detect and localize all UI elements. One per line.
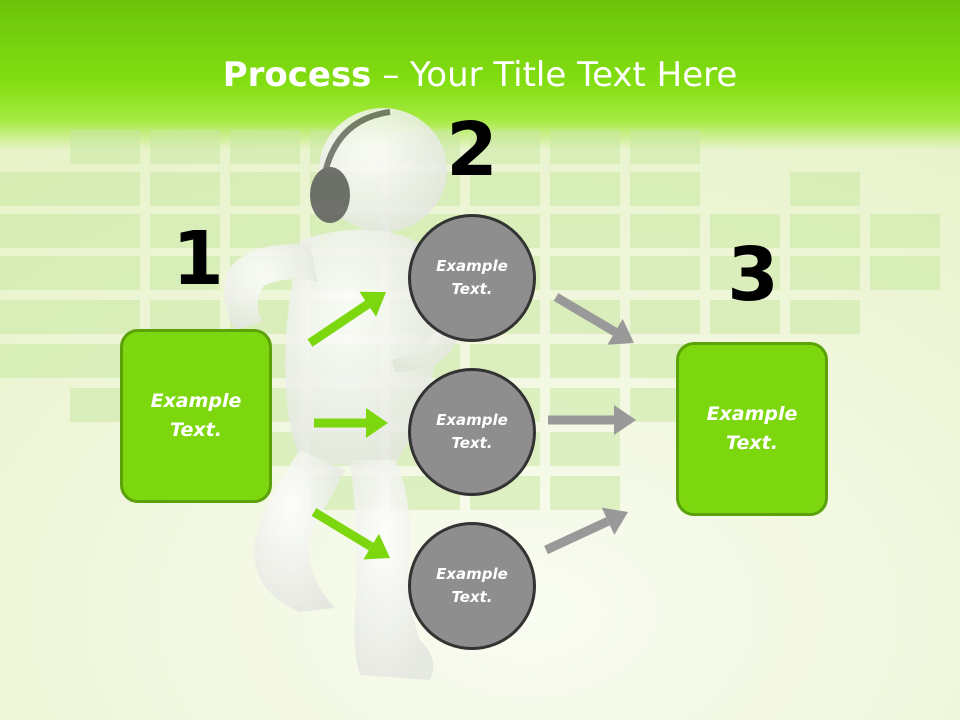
background-tile (630, 214, 700, 248)
step-2-circle-bottom-label: Example Text. (436, 565, 508, 606)
background-tile (550, 344, 620, 378)
background-tile (470, 172, 540, 206)
background-tile (550, 172, 620, 206)
background-tile (630, 300, 700, 334)
step-3-label: Example Text. (706, 403, 798, 454)
background-tile (70, 214, 140, 248)
background-tile (150, 300, 220, 334)
arrow-gray-middle (548, 405, 636, 435)
background-tile (870, 256, 940, 290)
arrow-gray-up (544, 507, 628, 555)
background-tile (150, 172, 220, 206)
background-tile (70, 256, 140, 290)
background-tile (550, 432, 620, 466)
background-tile (710, 214, 780, 248)
step-number-1: 1 (172, 216, 224, 302)
background-tile (70, 300, 140, 334)
background-tile (230, 130, 300, 164)
arrow-green-up (307, 291, 386, 347)
background-tile (550, 214, 620, 248)
step-2-circle-middle[interactable]: Example Text. (408, 368, 536, 496)
step-1-box[interactable]: Example Text. (120, 329, 272, 503)
arrow-green-middle (314, 408, 388, 438)
step-number-3: 3 (727, 232, 779, 318)
step-number-2: 2 (446, 107, 498, 193)
title-bold: Process (222, 55, 372, 95)
background-tile (70, 172, 140, 206)
background-tile (0, 214, 70, 248)
background-tile (710, 256, 780, 290)
background-tile (550, 476, 620, 510)
background-tile (550, 130, 620, 164)
background-tile (630, 172, 700, 206)
background-tile (230, 172, 300, 206)
title-rest: – Your Title Text Here (371, 55, 738, 95)
background-tile (630, 130, 700, 164)
background-tile (0, 344, 70, 378)
background-tile (150, 256, 220, 290)
background-tile (70, 130, 140, 164)
background-tile (790, 300, 860, 334)
step-2-circle-middle-label: Example Text. (436, 411, 508, 452)
background-tile (790, 256, 860, 290)
background-tile (0, 172, 70, 206)
title-banner (0, 0, 960, 150)
step-2-circle-top[interactable]: Example Text. (408, 214, 536, 342)
background-tile (150, 130, 220, 164)
background-tile (790, 214, 860, 248)
background-tile (550, 256, 620, 290)
step-1-label: Example Text. (150, 390, 242, 441)
slide-title: Process – Your Title Text Here (0, 52, 960, 98)
arrow-green-down (311, 508, 390, 560)
step-2-circle-bottom[interactable]: Example Text. (408, 522, 536, 650)
arrow-gray-down (553, 293, 634, 345)
background-tile (150, 214, 220, 248)
background-tile (0, 300, 70, 334)
background-tile (470, 130, 540, 164)
background-tile (630, 256, 700, 290)
step-3-box[interactable]: Example Text. (676, 342, 828, 516)
step-2-circle-top-label: Example Text. (436, 257, 508, 298)
background-tile (710, 300, 780, 334)
background-tile (0, 256, 70, 290)
background-tile (790, 172, 860, 206)
background-tile (870, 214, 940, 248)
background-tile (230, 214, 300, 248)
